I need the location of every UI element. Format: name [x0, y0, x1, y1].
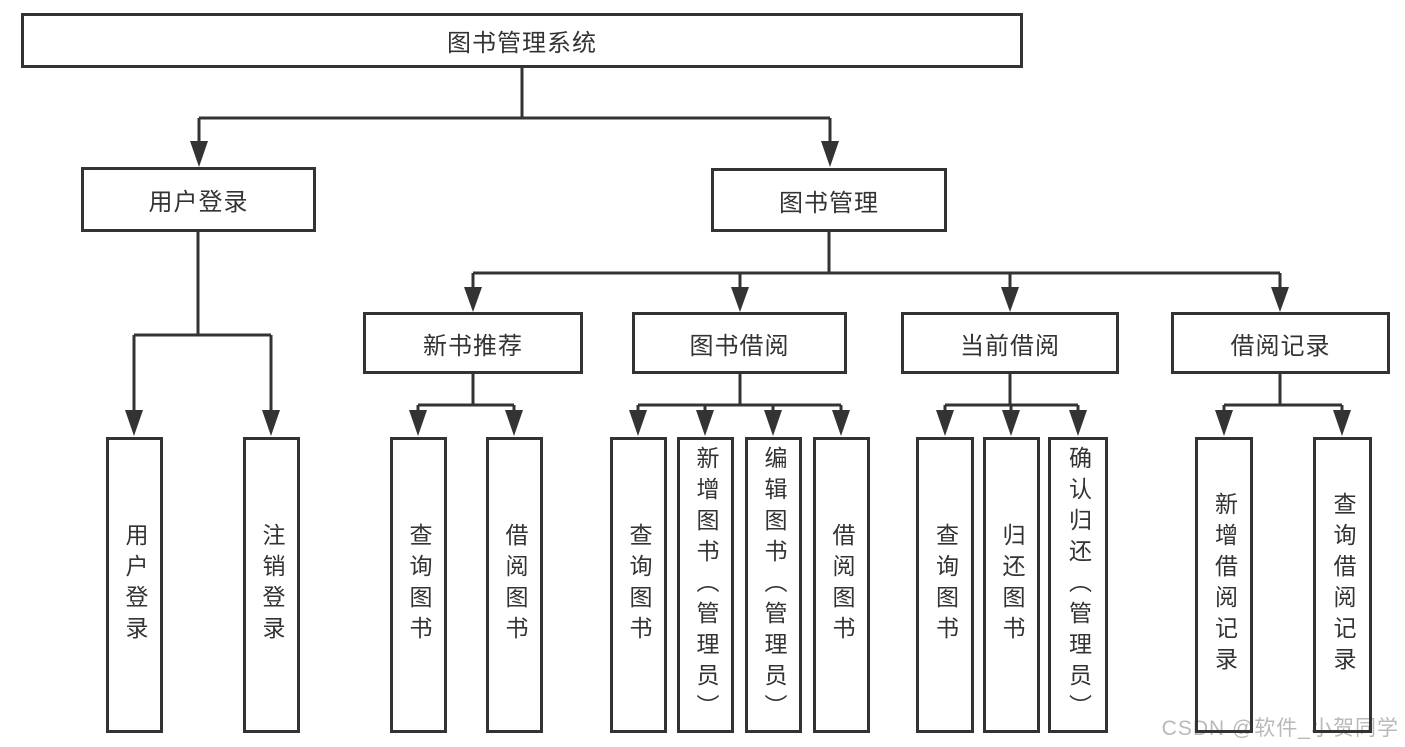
node-label: 用户登录 — [148, 189, 249, 216]
edge-new-book-rec-children — [409, 374, 523, 436]
node-label: 借阅记录 — [1230, 332, 1331, 360]
csdn-watermark: CSDN @软件_小贺同学 — [1161, 717, 1399, 740]
edge-user-login-children — [125, 232, 280, 436]
node-leaf-query-books-1: 查询图书 — [390, 437, 447, 733]
node-leaf-add-borrow-record: 新增借阅记录 — [1195, 437, 1253, 733]
node-leaf-borrow-books-2: 借阅图书 — [813, 437, 870, 733]
node-borrow-records: 借阅记录 — [1171, 312, 1390, 374]
edge-book-mgmt-children — [464, 232, 1289, 312]
node-label: 新增图书（管理员） — [693, 445, 719, 725]
node-label: 图书管理 — [779, 189, 879, 217]
node-root: 图书管理系统 — [21, 13, 1023, 68]
edge-book-borrow-children — [629, 374, 850, 436]
node-current-borrow: 当前借阅 — [901, 312, 1119, 374]
node-label: 新书推荐 — [423, 332, 523, 360]
node-leaf-logout: 注销登录 — [243, 437, 300, 733]
node-label: 注销登录 — [259, 523, 285, 647]
node-book-management: 图书管理 — [711, 168, 947, 232]
node-label: 查询图书 — [932, 523, 959, 647]
node-label: 新增借阅记录 — [1211, 492, 1238, 678]
node-label: 确认归还（管理员） — [1065, 445, 1092, 725]
node-label: 图书借阅 — [689, 332, 790, 360]
node-leaf-query-books-2: 查询图书 — [610, 437, 667, 733]
node-leaf-query-books-3: 查询图书 — [916, 437, 974, 733]
node-label: 当前借阅 — [960, 332, 1060, 360]
edge-borrow-records-children — [1215, 374, 1351, 436]
node-label: 查询借阅记录 — [1330, 492, 1356, 678]
node-leaf-add-books-admin: 新增图书（管理员） — [677, 437, 734, 733]
node-label: 归还图书 — [999, 523, 1025, 647]
edge-root-to-level2 — [190, 68, 839, 167]
node-label: 借阅图书 — [829, 523, 855, 647]
node-label: 编辑图书（管理员） — [761, 445, 787, 725]
node-leaf-edit-books-admin: 编辑图书（管理员） — [745, 437, 802, 733]
node-leaf-return-books: 归还图书 — [983, 437, 1040, 733]
node-book-borrow: 图书借阅 — [632, 312, 847, 374]
node-label: 借阅图书 — [502, 523, 528, 647]
node-leaf-user-login: 用户登录 — [106, 437, 163, 733]
node-label: 查询图书 — [626, 523, 652, 647]
node-leaf-query-borrow-record: 查询借阅记录 — [1313, 437, 1372, 733]
node-leaf-borrow-books-1: 借阅图书 — [486, 437, 543, 733]
node-leaf-confirm-return-admin: 确认归还（管理员） — [1048, 437, 1108, 733]
edge-current-borrow-children — [936, 374, 1087, 436]
node-label: 查询图书 — [406, 523, 432, 647]
node-label: 用户登录 — [122, 523, 148, 647]
node-label: 图书管理系统 — [447, 30, 597, 57]
node-user-login: 用户登录 — [81, 167, 316, 232]
node-new-book-recommend: 新书推荐 — [363, 312, 583, 374]
